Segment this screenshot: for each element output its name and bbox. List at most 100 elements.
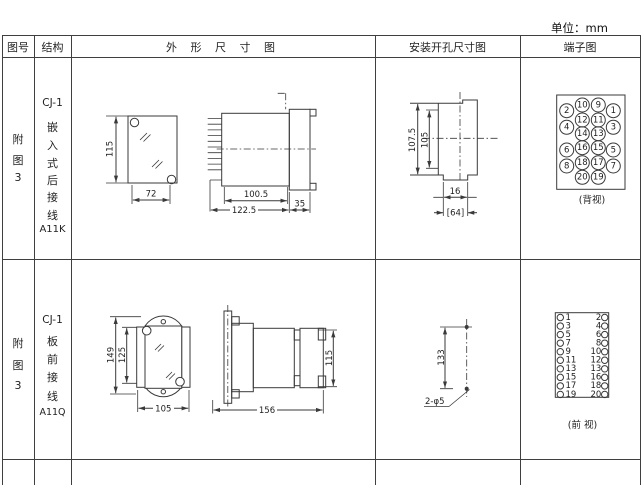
terminal-circle <box>601 330 609 339</box>
terminal-number: 13 <box>590 364 601 374</box>
terminal-circle <box>556 382 565 390</box>
col-divider-1 <box>34 35 35 485</box>
terminal-circle <box>556 330 565 339</box>
terminal-circle <box>605 119 621 135</box>
terminal-number: 10 <box>590 347 601 357</box>
terminal-number: 12 <box>577 115 588 125</box>
terminal-circle <box>556 313 565 322</box>
terminal-circle <box>590 97 606 113</box>
dim-107-5: 107.5 <box>408 128 418 152</box>
terminal-circle <box>556 348 565 356</box>
row1-structure-line: 嵌 <box>47 121 58 134</box>
dim-125: 125 <box>118 347 128 363</box>
row2-structure-line: A11Q <box>39 407 66 418</box>
terminal-circle <box>556 373 565 382</box>
terminal-number: 20 <box>590 390 601 400</box>
row2-figure-no-line: 3 <box>14 379 22 392</box>
terminal-circle <box>556 356 565 364</box>
terminal-number: 1 <box>611 106 616 116</box>
terminal-number: 9 <box>596 100 601 110</box>
dim-16: 16 <box>450 187 461 197</box>
row1-structure-line: 式 <box>47 157 58 170</box>
row2-structure-line: 接 <box>47 371 58 384</box>
terminal-number: 13 <box>566 364 577 374</box>
terminal-circle <box>559 103 575 119</box>
terminal-number: 9 <box>566 347 571 357</box>
col-divider-4 <box>520 35 521 485</box>
dim-2-phi5: 2-φ5 <box>425 397 445 407</box>
unit-label: 单位：mm <box>551 21 608 35</box>
terminal-number: 3 <box>566 321 571 331</box>
terminal-circle <box>601 390 609 399</box>
col-divider-2 <box>71 35 72 485</box>
terminal-number: 11 <box>593 115 604 125</box>
terminal-number: 13 <box>593 129 604 139</box>
terminal-number: 15 <box>566 373 577 383</box>
header-divider <box>2 57 641 58</box>
dim-105: 105 <box>421 132 431 148</box>
row2-structure-line: 板 <box>47 335 58 348</box>
terminal-number: 4 <box>596 321 601 331</box>
terminal-circle <box>605 103 621 119</box>
terminal-circle <box>574 155 590 171</box>
terminal-circle <box>574 140 590 156</box>
terminal-circle <box>556 365 565 373</box>
table-border-left <box>2 35 3 485</box>
row2-structure-line: 线 <box>47 390 58 403</box>
terminal-circle <box>601 348 609 356</box>
row2-figure-no-line: 图 <box>12 359 24 372</box>
terminal-number: 15 <box>593 143 604 153</box>
terminal-circle <box>556 390 565 399</box>
terminal-number: 6 <box>564 145 569 155</box>
table-border-top <box>2 35 641 36</box>
table-border-right <box>640 35 641 485</box>
dim-115: 115 <box>106 141 116 157</box>
dim-156: 156 <box>259 406 275 416</box>
terminal-number: 7 <box>566 338 571 348</box>
row2-figure-no-line: 附 <box>12 337 24 350</box>
dim-35: 35 <box>294 200 305 210</box>
row2-install-drawing: 133 2-φ5 <box>424 319 472 407</box>
terminal-circle <box>559 158 575 174</box>
terminal-number: 20 <box>577 173 588 183</box>
terminal-number: 2 <box>564 106 569 116</box>
terminal-circle <box>601 313 609 322</box>
terminal-circle <box>559 119 575 135</box>
row1-structure-line: A11K <box>39 224 66 235</box>
terminal-number: 18 <box>577 158 588 168</box>
terminal-number: 1 <box>566 313 571 323</box>
row1-install-drawing: 107.5 105 16 [64] <box>408 92 500 219</box>
row1-front-view-drawing: 115 72 <box>106 115 178 204</box>
terminal-circle <box>590 169 606 185</box>
terminal-circle <box>556 339 565 347</box>
terminal-number: 17 <box>566 381 577 391</box>
dim-115b: 115 <box>325 350 335 366</box>
row1-structure-line: 接 <box>47 191 58 204</box>
dim-100-5: 100.5 <box>244 190 268 200</box>
terminal-number: 12 <box>590 356 601 366</box>
header-structure: 结构 <box>41 41 64 54</box>
terminal-circle <box>590 140 606 156</box>
dim-122-5: 122.5 <box>232 206 256 216</box>
terminal-circle <box>601 356 609 364</box>
terminal-number: 17 <box>593 158 604 168</box>
header-figure-no: 图号 <box>7 41 29 54</box>
row1-structure-line: 后 <box>47 174 58 187</box>
row2-terminal-view-label: (前 视) <box>567 420 598 431</box>
terminal-number: 8 <box>596 338 601 348</box>
terminal-circle <box>605 142 621 158</box>
dim-105b: 105 <box>155 404 171 414</box>
row1-side-view-drawing: 100.5 122.5 35 <box>207 92 317 216</box>
terminal-circle <box>556 322 565 330</box>
terminal-circle <box>559 142 575 158</box>
header-outline: 外 形 尺 寸 图 <box>166 41 280 54</box>
terminal-circle <box>601 339 609 347</box>
row1-structure-line: 入 <box>47 139 58 152</box>
terminal-circle <box>601 382 609 390</box>
dim-149: 149 <box>107 347 117 363</box>
row2-structure-line: CJ-1 <box>42 314 63 326</box>
terminal-number: 5 <box>611 145 616 155</box>
